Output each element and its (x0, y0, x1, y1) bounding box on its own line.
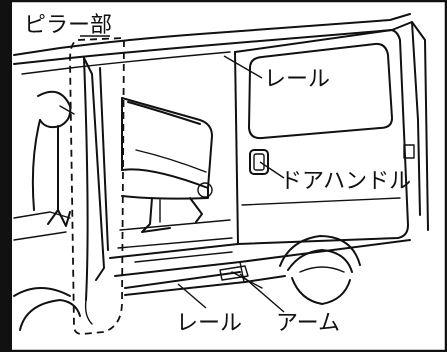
door-handle-leader (259, 161, 285, 179)
body-side (109, 239, 411, 296)
rear-seat (121, 97, 213, 233)
rail-top-leader (223, 55, 263, 79)
rail-bottom-leader (177, 283, 207, 309)
left-margin-bar (0, 0, 12, 352)
front-seat (13, 90, 75, 241)
front-wheel-arch (13, 287, 81, 331)
sliding-door (234, 29, 409, 245)
pillar-dashed-outline (69, 37, 125, 335)
label-pillar: ピラー部 (24, 13, 112, 38)
label-arm: アーム (276, 311, 340, 336)
b-pillar (83, 57, 109, 325)
roof-lines (13, 13, 411, 75)
interior-floor (117, 219, 233, 263)
label-door-handle: ドアハンドル (280, 169, 411, 194)
label-rail-bottom: レール (176, 311, 242, 336)
rear-wheel (279, 235, 361, 305)
arm-leader (239, 273, 285, 313)
label-rail-top: レール (264, 67, 330, 92)
